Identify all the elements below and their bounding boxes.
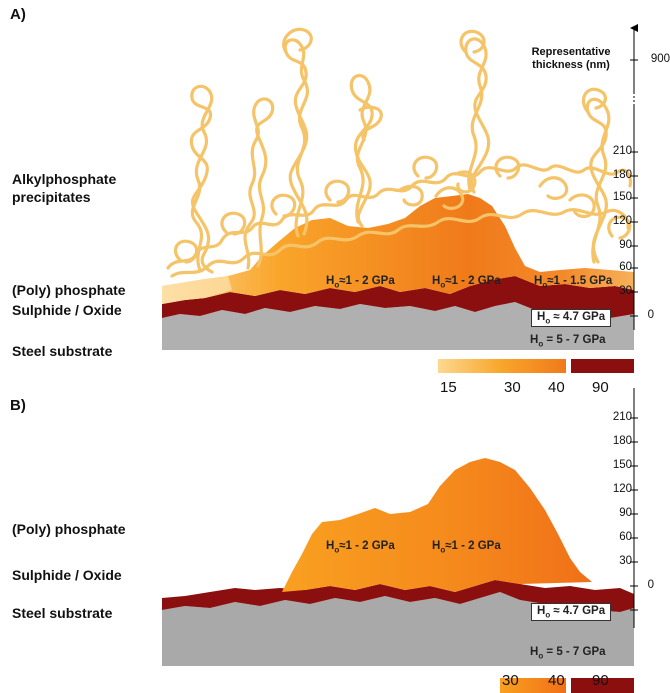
hardness-phosphate-2-a: Ho≈1 - 2 GPa bbox=[432, 275, 501, 290]
alkylphosphate-label: Alkylphosphate precipitates bbox=[12, 171, 117, 205]
hardness-phosphate-3-a: Ho≈1 - 1.5 GPa bbox=[534, 275, 613, 290]
hardness-steel-b: Ho = 5 - 7 GPa bbox=[530, 646, 606, 661]
tick-b-0: 0 bbox=[647, 579, 654, 591]
polyphosphate-label-a: (Poly) phosphate bbox=[12, 282, 126, 298]
sulphide-layer-a bbox=[162, 276, 634, 318]
legend-a-40: 40 bbox=[548, 379, 565, 396]
tick-b-180: 180 bbox=[612, 435, 632, 447]
sulphide-label-a: Sulphide / Oxide bbox=[12, 302, 122, 318]
tick-a-0: 0 bbox=[647, 309, 654, 321]
tick-b-90: 90 bbox=[619, 507, 632, 519]
legend-a-15: 15 bbox=[440, 379, 457, 396]
hardness-phosphate-1-b: Ho≈1 - 2 GPa bbox=[326, 540, 395, 555]
tick-a-30: 30 bbox=[619, 285, 632, 297]
hardness-steel-a: Ho = 5 - 7 GPa bbox=[530, 334, 606, 349]
panel-a-label: A) bbox=[10, 6, 26, 23]
steel-label-a: Steel substrate bbox=[12, 343, 113, 359]
tick-b-210: 210 bbox=[612, 411, 632, 423]
hardness-sulphide-b: Ho ≈ 4.7 GPa bbox=[531, 603, 612, 622]
polyphosphate-light-edge-a bbox=[162, 276, 232, 304]
alkylphosphate-strands bbox=[166, 27, 632, 278]
steel-substrate-a bbox=[162, 302, 634, 350]
steel-label-b: Steel substrate bbox=[12, 605, 113, 621]
legend-a-30: 30 bbox=[504, 379, 521, 396]
tick-b-120: 120 bbox=[612, 483, 632, 495]
legend-b-40: 40 bbox=[548, 672, 565, 689]
sulphide-label-b: Sulphide / Oxide bbox=[12, 567, 122, 583]
legend-b-gradient-bar bbox=[500, 678, 566, 693]
tick-b-30: 30 bbox=[619, 555, 632, 567]
legend-a-90: 90 bbox=[592, 379, 609, 396]
tick-a-150: 150 bbox=[612, 191, 632, 203]
sulphide-layer-b bbox=[162, 580, 634, 612]
hardness-phosphate-2-b: Ho≈1 - 2 GPa bbox=[432, 540, 501, 555]
tick-b-150: 150 bbox=[612, 459, 632, 471]
tick-a-120: 120 bbox=[612, 215, 632, 227]
tick-a-60: 60 bbox=[619, 261, 632, 273]
hardness-sulphide-a: Ho ≈ 4.7 GPa bbox=[531, 309, 612, 328]
panel-a-drawing bbox=[162, 27, 634, 373]
steel-substrate-b bbox=[162, 592, 634, 666]
tick-b-60: 60 bbox=[619, 531, 632, 543]
legend-b-dark-bar bbox=[571, 678, 634, 693]
hardness-phosphate-1-a: Ho≈1 - 2 GPa bbox=[326, 275, 395, 290]
tick-a-210: 210 bbox=[612, 145, 632, 157]
axis-a bbox=[630, 24, 638, 330]
axis-b bbox=[630, 388, 638, 628]
tick-a-180: 180 bbox=[612, 169, 632, 181]
polyphosphate-layer-a bbox=[162, 194, 634, 304]
axis-title-thickness: Representative thickness (nm) bbox=[531, 46, 611, 71]
panel-b-label: B) bbox=[10, 397, 26, 414]
legend-b-30: 30 bbox=[502, 672, 519, 689]
tick-a-900: 900 bbox=[650, 53, 670, 65]
legend-b-90: 90 bbox=[592, 672, 609, 689]
tick-a-90: 90 bbox=[619, 239, 632, 251]
polyphosphate-label-b: (Poly) phosphate bbox=[12, 521, 126, 537]
polyphosphate-layer-b bbox=[282, 458, 592, 592]
panel-b-drawing bbox=[162, 458, 634, 693]
legend-a-gradient-bar bbox=[438, 359, 566, 373]
legend-a-dark-bar bbox=[571, 359, 634, 373]
